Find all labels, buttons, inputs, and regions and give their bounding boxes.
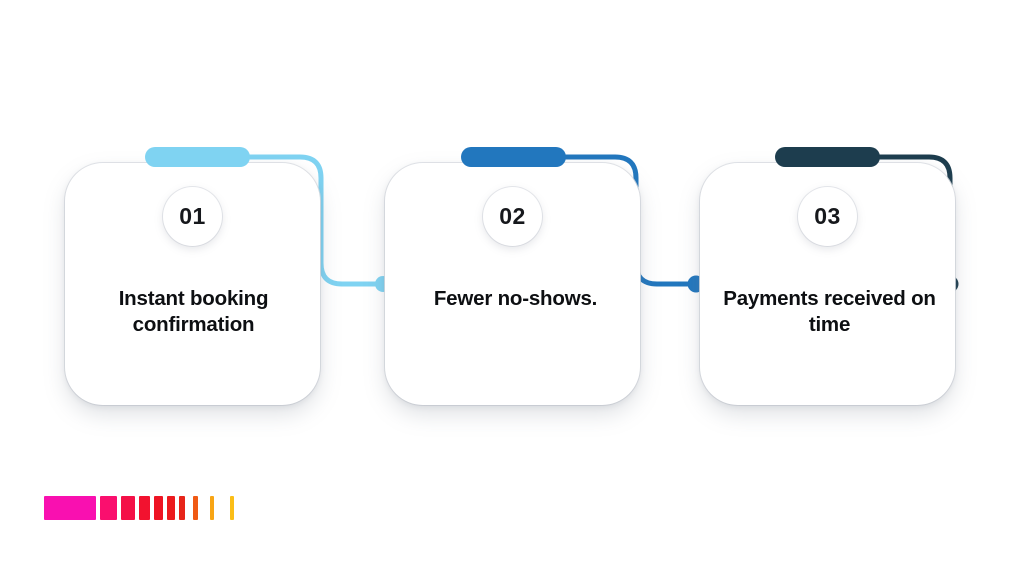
step-number-badge-1: 01 [163,187,222,246]
decorative-gradient-bars [44,496,234,520]
decorative-bar [179,496,185,520]
step-caption-3: Payments received on time [723,287,936,337]
step-number-label-3: 03 [814,203,841,229]
decorative-bar [44,496,96,520]
step-accent-pill-3 [775,147,880,167]
step-number-label-1: 01 [179,203,206,229]
step-number-badge-2: 02 [483,187,542,246]
decorative-bar [154,496,163,520]
decorative-bar [230,496,234,520]
step-accent-pill-1 [145,147,250,167]
decorative-bar [167,496,175,520]
step-number-badge-3: 03 [798,187,857,246]
decorative-bar [100,496,117,520]
decorative-bar [139,496,150,520]
decorative-bar [193,496,198,520]
decorative-bar [210,496,214,520]
step-caption-1: Instant booking confirmation [118,287,269,337]
decorative-bar [121,496,135,520]
step-caption-2: Fewer no-shows. [433,287,598,310]
step-number-label-2: 02 [499,203,526,229]
step-accent-pill-2 [461,147,566,167]
